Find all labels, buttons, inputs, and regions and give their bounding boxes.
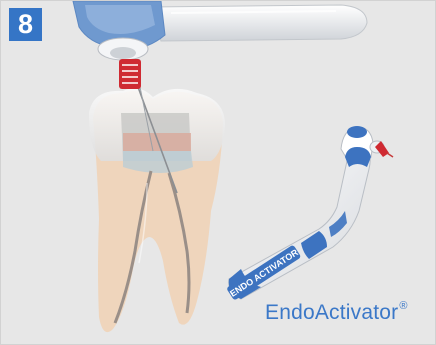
tooth-cross-section [89, 88, 225, 332]
step-number-badge: 8 [9, 8, 42, 41]
handpiece-top [73, 1, 367, 60]
brand-text: EndoActivator [265, 301, 398, 324]
brand-name: EndoActivator® [265, 301, 408, 325]
registered-mark: ® [399, 300, 407, 312]
